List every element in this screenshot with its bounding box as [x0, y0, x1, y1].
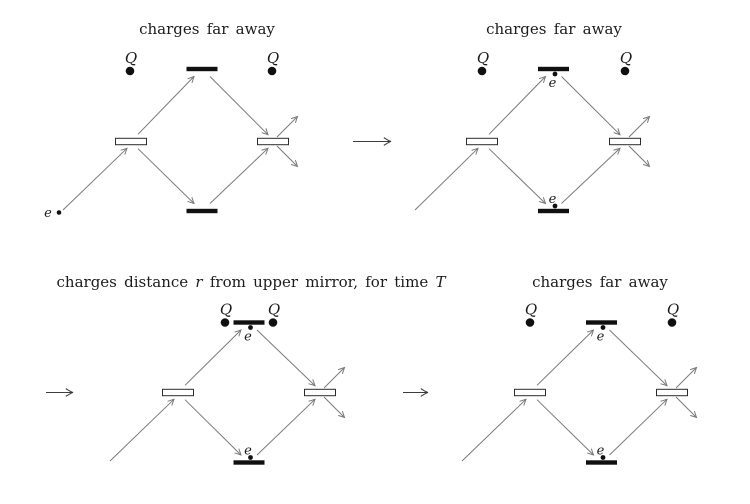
beam-output-up — [323, 366, 346, 389]
beam-bottom-mirror-to-right-splitter — [209, 147, 269, 204]
charge-label-right: Q — [667, 301, 679, 319]
charge-label-right: Q — [620, 49, 632, 67]
beam-splitter-right — [257, 137, 289, 146]
beam-output-up — [276, 115, 299, 138]
beam-bottom-mirror-to-right-splitter — [609, 398, 668, 456]
panel-final-charges-far-away: Q Qe e — [461, 301, 698, 465]
mirror-top — [186, 66, 218, 72]
electron-label-top-mirror: e — [244, 330, 252, 345]
beam-top-mirror-to-right-splitter — [609, 329, 668, 387]
beam-left-splitter-to-top-mirror — [137, 75, 195, 135]
beam-splitter-left — [115, 137, 147, 146]
electron-label-bottom-mirror: e — [597, 444, 605, 459]
beam-bottom-mirror-to-right-splitter — [561, 147, 621, 204]
electron-dot-entry — [56, 210, 62, 215]
electron-label-entry: e — [44, 206, 52, 221]
mirror-top — [233, 320, 265, 325]
charge-dot-right — [620, 66, 630, 76]
beam-left-splitter-to-bottom-mirror — [184, 399, 242, 456]
beam-left-splitter-to-bottom-mirror — [137, 148, 195, 205]
panel-title-var-T: T — [435, 273, 446, 291]
beam-entry — [62, 147, 128, 211]
charge-label-left: Q — [125, 49, 137, 67]
charge-dot-right — [667, 318, 677, 327]
mirror-bottom — [538, 208, 569, 214]
panel-title-var-r: r — [195, 273, 203, 291]
electron-label-bottom-mirror: e — [549, 192, 557, 207]
beam-splitter-right — [656, 388, 688, 397]
charge-label-right: Q — [268, 301, 280, 319]
beam-bottom-mirror-to-right-splitter — [256, 398, 316, 456]
beam-top-mirror-to-right-splitter — [256, 329, 316, 387]
electron-dot-top-mirror — [600, 325, 606, 330]
charge-dot-left — [220, 318, 230, 327]
beam-top-mirror-to-right-splitter — [561, 76, 621, 136]
electron-dot-top-mirror — [248, 325, 253, 330]
panel-superposition-charges-far-away: Q Qe e — [414, 49, 651, 214]
beam-output-down — [628, 145, 651, 168]
beam-output-down — [276, 145, 299, 168]
charge-label-left: Q — [220, 301, 232, 319]
beam-splitter-left — [162, 388, 194, 397]
panel-charges-near-upper-mirror: Q Qe e — [109, 301, 346, 465]
mirror-top — [586, 320, 617, 325]
charge-label-left: Q — [525, 301, 537, 319]
panel-title-text: charges distance — [56, 273, 196, 291]
electron-dot-bottom-mirror — [248, 455, 253, 460]
beam-entry — [461, 398, 527, 462]
panel-title-3: charges distance r from upper mirror, fo… — [57, 275, 446, 290]
beam-splitter-left — [466, 137, 498, 146]
mirror-bottom — [186, 208, 218, 214]
mirror-top — [538, 66, 569, 72]
charge-dot-left — [477, 66, 487, 76]
panel-initial-charges-far-away: Q Qe — [44, 49, 299, 221]
beam-splitter-right — [609, 137, 641, 146]
beam-left-splitter-to-bottom-mirror — [488, 148, 547, 205]
beam-left-splitter-to-top-mirror — [488, 75, 547, 135]
beam-output-up — [675, 366, 698, 389]
panel-title-1: charges far away — [139, 22, 275, 37]
beam-top-mirror-to-right-splitter — [209, 76, 269, 136]
panel-title-text: charges far away — [139, 20, 275, 38]
electron-dot-bottom-mirror — [552, 203, 558, 209]
beam-entry — [414, 147, 479, 211]
mirror-bottom — [586, 460, 617, 465]
charge-label-left: Q — [477, 49, 489, 67]
beam-entry — [109, 398, 175, 462]
charge-dot-right — [268, 318, 278, 327]
beam-left-splitter-to-bottom-mirror — [536, 399, 595, 456]
charge-dot-right — [267, 66, 277, 76]
beam-left-splitter-to-top-mirror — [536, 329, 595, 386]
mirror-bottom — [233, 460, 265, 465]
electron-label-bottom-mirror: e — [244, 444, 252, 459]
beam-output-down — [323, 396, 346, 419]
beam-output-down — [675, 396, 698, 419]
charge-label-right: Q — [267, 49, 279, 67]
beam-splitter-left — [514, 388, 546, 397]
panel-title-4: charges far away — [532, 275, 668, 290]
panel-title-text: charges far away — [486, 20, 622, 38]
charge-dot-left — [525, 318, 535, 327]
electron-dot-top-mirror — [552, 71, 558, 77]
beam-splitter-right — [304, 388, 336, 397]
electron-label-top-mirror: e — [597, 330, 605, 345]
electron-label-top-mirror: e — [549, 76, 557, 91]
panel-title-text: charges far away — [532, 273, 668, 291]
electron-dot-bottom-mirror — [600, 455, 606, 460]
panel-title-2: charges far away — [486, 22, 622, 37]
beam-output-up — [628, 115, 651, 138]
beam-left-splitter-to-top-mirror — [184, 329, 242, 386]
charge-dot-left — [125, 66, 135, 76]
panel-title-text: from upper mirror, for time — [202, 273, 436, 291]
